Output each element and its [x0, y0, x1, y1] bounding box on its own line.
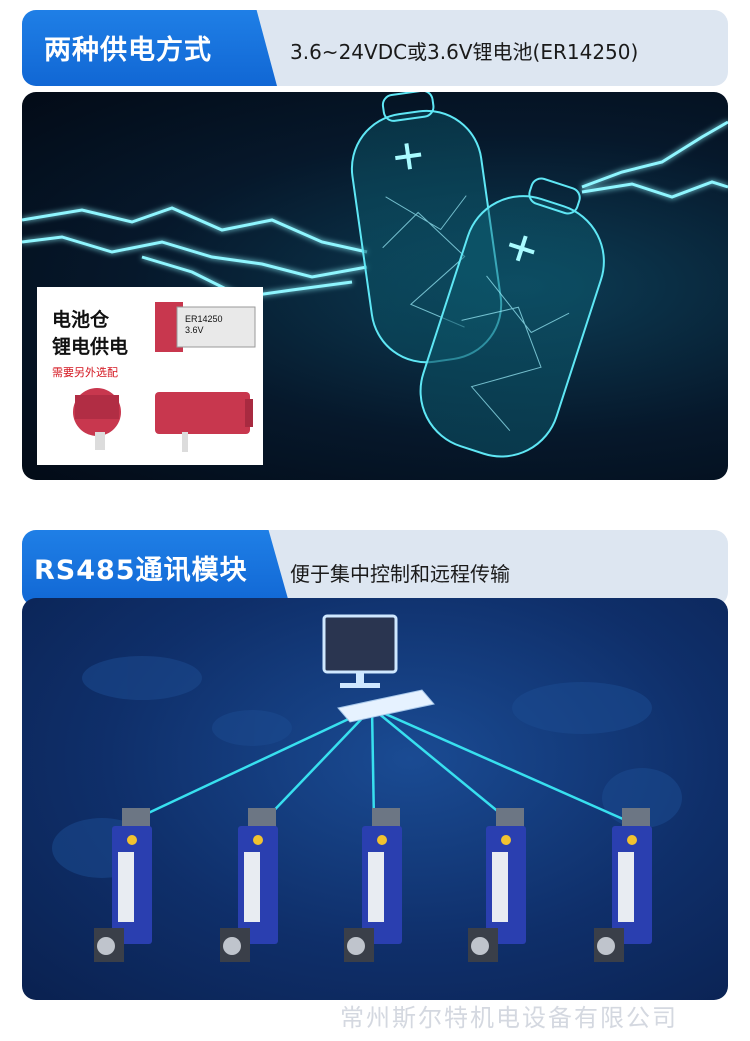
inset-title-line1: 电池仓	[52, 309, 110, 331]
battery-illustration: 电池仓 锂电供电 需要另外选配 ER14250 3.6V	[22, 92, 728, 480]
battery-compartment-photos	[73, 302, 256, 452]
flow-meter-devices	[94, 808, 652, 962]
inset-note: 需要另外选配	[52, 366, 118, 379]
inset-title-line2: 锂电供电	[52, 336, 129, 358]
rs485-title: RS485通讯模块	[34, 555, 248, 586]
company-watermark: 常州斯尔特机电设备有限公司	[340, 1004, 678, 1032]
battery-lightning-art	[22, 92, 728, 458]
network-diagram	[22, 598, 728, 1000]
battery-label-line1: ER14250	[185, 314, 223, 324]
rs485-header-tab: RS485通讯模块	[22, 530, 290, 606]
network-lines	[126, 706, 633, 825]
rs485-subtitle: 便于集中控制和远程传输	[290, 562, 510, 586]
power-subtitle: 3.6~24VDC或3.6V锂电池(ER14250)	[290, 40, 639, 64]
rs485-network-art	[52, 614, 682, 962]
computer-icon	[322, 614, 435, 723]
battery-label-line2: 3.6V	[185, 325, 204, 335]
power-section: 两种供电方式 3.6~24VDC或3.6V锂电池(ER14250)	[22, 10, 728, 480]
battery-right	[419, 177, 605, 458]
power-title: 两种供电方式	[44, 35, 212, 66]
rs485-section: RS485通讯模块 便于集中控制和远程传输	[22, 530, 728, 1000]
battery-compartment-card: 电池仓 锂电供电 需要另外选配 ER14250 3.6V	[37, 287, 263, 465]
power-header-tab: 两种供电方式	[22, 10, 277, 86]
